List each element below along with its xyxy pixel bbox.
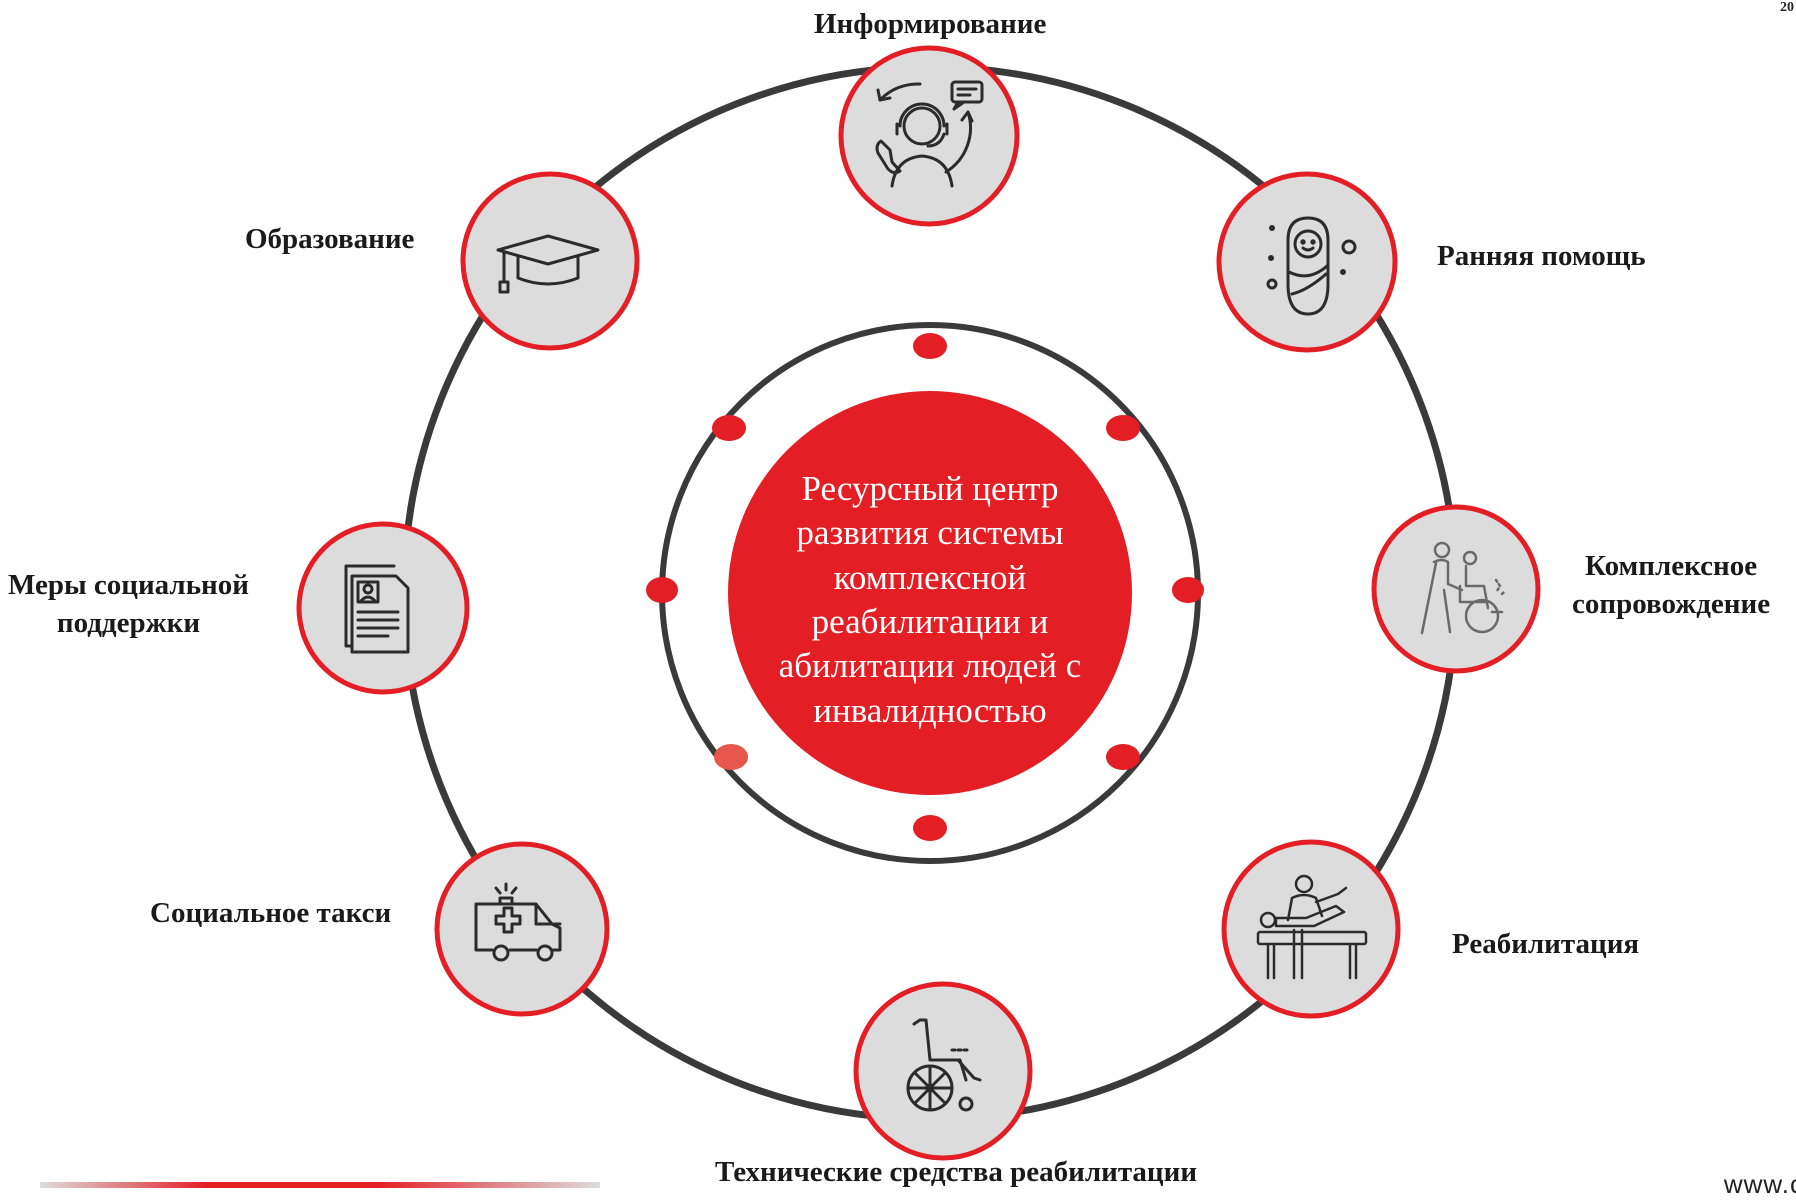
node-education <box>460 171 640 351</box>
graduation-cap-icon <box>496 234 600 294</box>
inner-dot-bottom <box>913 815 947 841</box>
node-social-taxi <box>434 841 610 1017</box>
label-social-taxi: Социальное такси <box>150 897 392 929</box>
label-early-help: Ранняя помощь <box>1437 240 1646 272</box>
center-title-line-2: развития системы <box>796 513 1064 553</box>
node-complex-support <box>1371 504 1541 674</box>
label-social-support-line-1: Меры социальной <box>8 569 249 601</box>
ambulance-van-icon <box>474 882 562 962</box>
caregiver-wheelchair-icon <box>1420 541 1507 635</box>
documents-profile-icon <box>344 564 410 654</box>
label-education: Образование <box>245 223 415 255</box>
bottom-accent-bar <box>40 1182 600 1188</box>
inner-ring-dots <box>646 333 1204 841</box>
center-title-line-5: абилитации людей с <box>778 646 1082 686</box>
center-title-line-6: инвалидностью <box>813 690 1047 730</box>
node-social-support <box>296 521 470 695</box>
inner-dot-right <box>1172 577 1204 603</box>
inner-dot-top-right <box>1106 415 1140 441</box>
label-complex-support-line-2: сопровождение <box>1572 587 1771 620</box>
label-complex-support-line-1: Комплексное <box>1585 550 1758 582</box>
label-rehabilitation: Реабилитация <box>1452 928 1640 960</box>
label-informing: Информирование <box>814 8 1047 40</box>
url-fragment: www.c <box>1723 1169 1796 1199</box>
inner-dot-top <box>913 333 947 359</box>
node-technical-means <box>853 981 1033 1161</box>
label-complex-support: Комплексное сопровождение <box>1572 548 1770 623</box>
inner-dot-bottom-left <box>714 744 748 770</box>
swaddled-baby-icon <box>1266 216 1357 316</box>
inner-dot-bottom-right <box>1106 744 1140 770</box>
center-title-line-1: Ресурсный центр <box>801 468 1059 508</box>
node-informing <box>838 45 1020 227</box>
wheelchair-icon <box>906 1018 982 1112</box>
label-technical-means: Технические средства реабилитации <box>715 1156 1198 1188</box>
center-title-line-4: реабилитации и <box>811 602 1049 641</box>
label-social-support: Меры социальной поддержки <box>8 567 249 642</box>
corner-fragment: 20 <box>1780 0 1794 15</box>
label-social-support-line-2: поддержки <box>56 606 201 639</box>
physiotherapy-table-icon <box>1256 874 1368 980</box>
call-center-operator-icon <box>875 80 984 188</box>
center-title: Ресурсный центр развития системы комплек… <box>730 455 1130 745</box>
node-rehabilitation <box>1221 839 1401 1019</box>
center-title-line-3: комплексной <box>833 557 1027 597</box>
center-disc <box>728 391 1132 795</box>
inner-dot-left <box>646 577 678 603</box>
inner-dot-top-left <box>712 415 746 441</box>
node-early-help <box>1216 171 1398 353</box>
